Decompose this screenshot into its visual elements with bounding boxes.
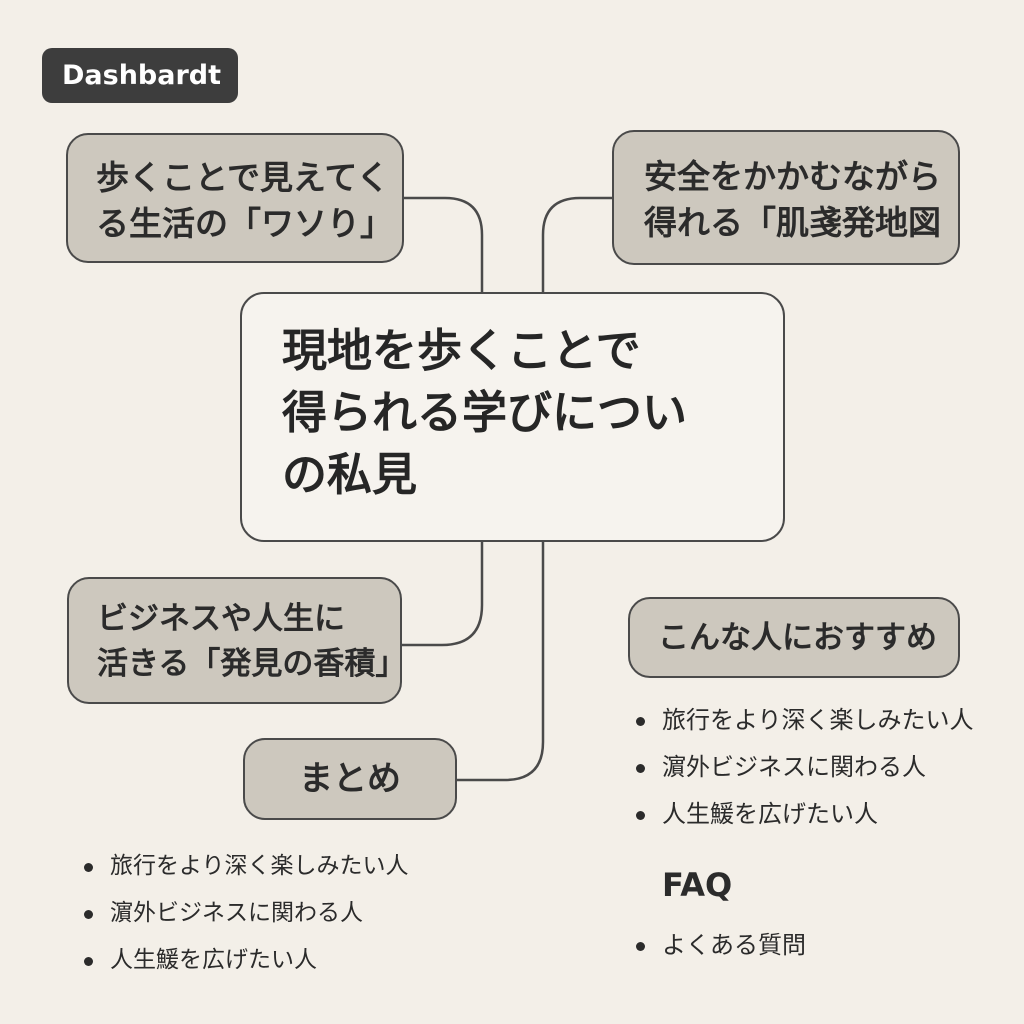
central-topic-text: 得られる学びについ [282,386,688,439]
branch-node-top-right[interactable]: 安全をかかむながら 得れる「肌戔発地図 [612,130,960,265]
recommend-list: 旅行をより深く楽しみたい人 濵外ビジネスに関わる人 人生鰀を広げたい人 [636,697,974,838]
central-topic-node[interactable]: 現地を歩くことで 得られる学びについ の私見 [240,292,785,542]
faq-heading: FAQ [662,866,733,904]
recommend-node-label: こんな人におすすめ [658,620,937,656]
summary-node-label: まとめ [299,759,401,799]
list-item: 濵外ビジネスに関わる人 [84,890,409,937]
dashboard-tag-label: Dashbardt [62,60,222,91]
list-item: 人生鰀を広げたい人 [636,791,974,838]
faq-list: よくある質問 [636,922,806,969]
connector-top-left [404,196,484,292]
recommend-node[interactable]: こんな人におすすめ [628,597,960,678]
summary-node[interactable]: まとめ [243,738,457,820]
faq-item[interactable]: よくある質問 [636,922,806,969]
branch-node-mid-left[interactable]: ビジネスや人生に 活きる「発見の香積」 [67,577,407,704]
branch-node-text: 歩くことで見えてく [96,158,390,197]
branch-node-top-left[interactable]: 歩くことで見えてく る生活の「ワソり」 [66,133,404,263]
central-topic-text: 現地を歩くことで [282,324,641,377]
list-item: 人生鰀を広げたい人 [84,937,409,984]
central-topic-text: の私見 [282,448,418,501]
branch-node-text: 活きる「発見の香積」 [97,646,407,682]
list-item: 濵外ビジネスに関わる人 [636,744,974,791]
branch-node-text: 安全をかかむながら [644,157,941,196]
branch-node-text: る生活の「ワソり」 [96,204,393,243]
branch-node-text: ビジネスや人生に [97,601,345,637]
list-item: 旅行をより深く楽しみたい人 [636,697,974,744]
connector-summary [457,542,545,782]
connector-mid-left [402,542,484,647]
dashboard-tag[interactable]: Dashbardt [42,48,238,103]
branch-node-text: 得れる「肌戔発地図 [644,203,941,242]
list-item: 旅行をより深く楽しみたい人 [84,843,409,890]
summary-list: 旅行をより深く楽しみたい人 濵外ビジネスに関わる人 人生鰀を広げたい人 [84,843,409,984]
connector-top-right [541,196,612,292]
